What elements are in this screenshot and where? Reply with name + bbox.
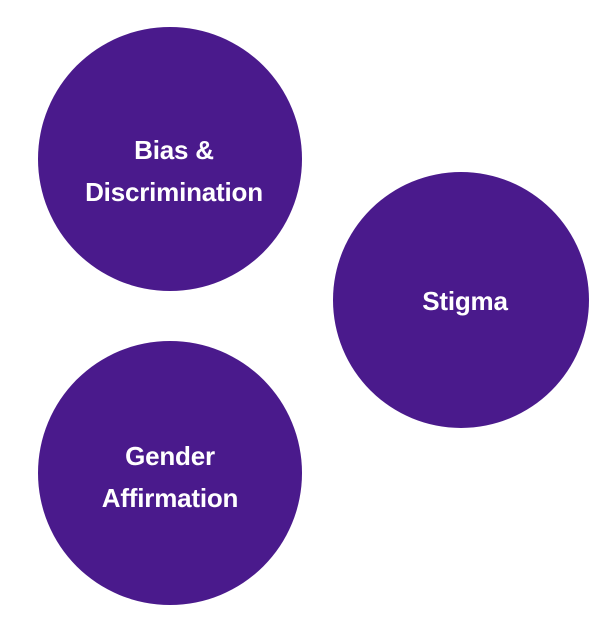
bubble-label-bias-discrimination: Bias & Discrimination [85, 135, 263, 207]
bubble-stigma[interactable]: Stigma [333, 172, 589, 428]
bubble-gender-affirmation[interactable]: Gender Affirmation [38, 341, 302, 605]
bubble-label-stigma: Stigma [422, 286, 508, 316]
bubble-bias-discrimination[interactable]: Bias & Discrimination [38, 27, 302, 291]
bubble-label-gender-affirmation: Gender Affirmation [101, 441, 239, 513]
